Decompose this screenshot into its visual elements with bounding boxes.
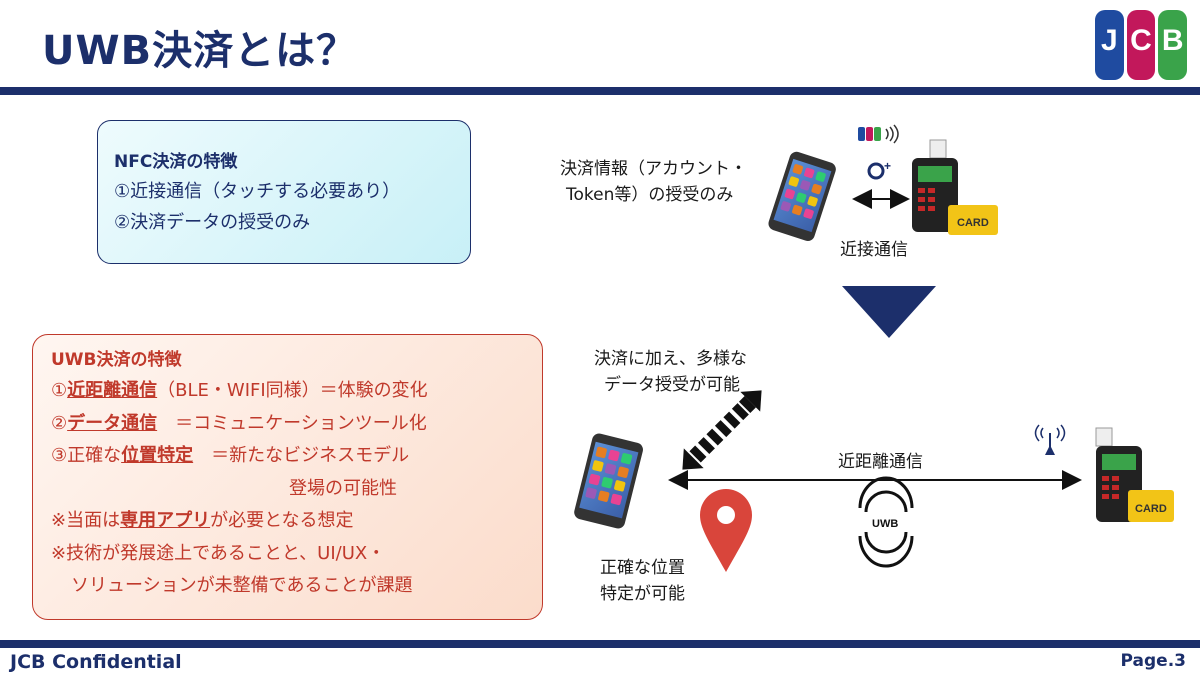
uwb-item-3-continuation: 登場の可能性 bbox=[289, 477, 397, 499]
uwb-item-1: ①近距離通信（BLE・WIFI同様）＝体験の変化 bbox=[51, 380, 428, 401]
distance-label: 近距離通信 bbox=[838, 452, 923, 472]
data-exchange-label-line2: データ授受が可能 bbox=[604, 375, 740, 395]
nfc-features-box: NFC決済の特徴 ①近接通信（タッチする必要あり） ②決済データの授受のみ bbox=[97, 120, 471, 264]
uwb-note-1: ※当面は専用アプリが必要となる想定 bbox=[51, 510, 354, 531]
page-title: UWB決済とは？ bbox=[42, 28, 358, 74]
uwb-item-2: ②データ通信 ＝コミュニケーションツール化 bbox=[51, 412, 427, 434]
nfc-heading: NFC決済の特徴 bbox=[114, 152, 238, 172]
nfc-line-2: ②決済データの授受のみ bbox=[114, 212, 311, 233]
header-divider bbox=[0, 87, 1200, 95]
uwb-item-2-emphasis: データ通信 bbox=[67, 412, 158, 434]
logo-letter-j: J bbox=[1100, 24, 1118, 57]
card-text-bottom: CARD bbox=[1135, 503, 1167, 515]
antenna-icon bbox=[1034, 424, 1066, 455]
uwb-item-1-emphasis: 近距離通信 bbox=[67, 380, 158, 401]
uwb-note-1-emphasis: 専用アプリ bbox=[120, 510, 211, 531]
uwb-item-3: ③正確な位置特定 ＝新たなビジネスモデル bbox=[51, 445, 410, 466]
logo-bar-red: C bbox=[1126, 10, 1156, 80]
location-label-line1: 正確な位置 bbox=[600, 558, 685, 578]
jcb-logo: J C B bbox=[1095, 10, 1188, 80]
uwb-heading: UWB決済の特徴 bbox=[51, 350, 182, 370]
uwb-icon-text: UWB bbox=[872, 518, 898, 530]
location-label-line2: 特定が可能 bbox=[600, 584, 685, 604]
uwb-note-3: ソリューションが未整備であることが課題 bbox=[71, 575, 413, 596]
uwb-note-2: ※技術が発展途上であることと、UI/UX・ bbox=[51, 542, 386, 564]
svg-text:+: + bbox=[884, 159, 891, 173]
nfc-info-label-line2: Token等）の授受のみ bbox=[566, 185, 734, 205]
uwb-features-box: UWB決済の特徴 ①近距離通信（BLE・WIFI同様）＝体験の変化 ②データ通信… bbox=[32, 334, 543, 620]
confidential-label: JCB Confidential bbox=[10, 651, 182, 673]
data-exchange-arrow-icon bbox=[682, 390, 762, 470]
transition-arrow-icon bbox=[842, 286, 936, 338]
location-pin-icon bbox=[700, 489, 752, 572]
card-text-top: CARD bbox=[957, 217, 989, 229]
logo-bar-blue: J bbox=[1095, 10, 1124, 80]
nfc-info-label-line1: 決済情報（アカウント・ bbox=[560, 159, 747, 179]
payment-terminal-icon-bottom: CARD bbox=[1034, 424, 1174, 522]
jcb-contactless-icon bbox=[858, 124, 899, 144]
logo-letter-c: C bbox=[1130, 24, 1152, 57]
footer-divider bbox=[0, 640, 1200, 648]
logo-bar-green: B bbox=[1158, 10, 1188, 80]
data-exchange-label-line1: 決済に加え、多様な bbox=[594, 349, 747, 369]
smartphone-icon-bottom bbox=[574, 433, 643, 529]
uwb-item-3-emphasis: 位置特定 bbox=[121, 445, 194, 466]
quicpay-icon: + bbox=[867, 159, 891, 180]
smartphone-icon-top bbox=[768, 151, 836, 241]
payment-terminal-icon-top: CARD bbox=[912, 139, 998, 235]
uwb-signal-icon: UWB bbox=[858, 476, 914, 568]
logo-letter-b: B bbox=[1161, 24, 1184, 57]
proximity-label: 近接通信 bbox=[840, 240, 908, 260]
page-number: Page.3 bbox=[1120, 651, 1186, 671]
nfc-line-1: ①近接通信（タッチする必要あり） bbox=[114, 181, 401, 202]
